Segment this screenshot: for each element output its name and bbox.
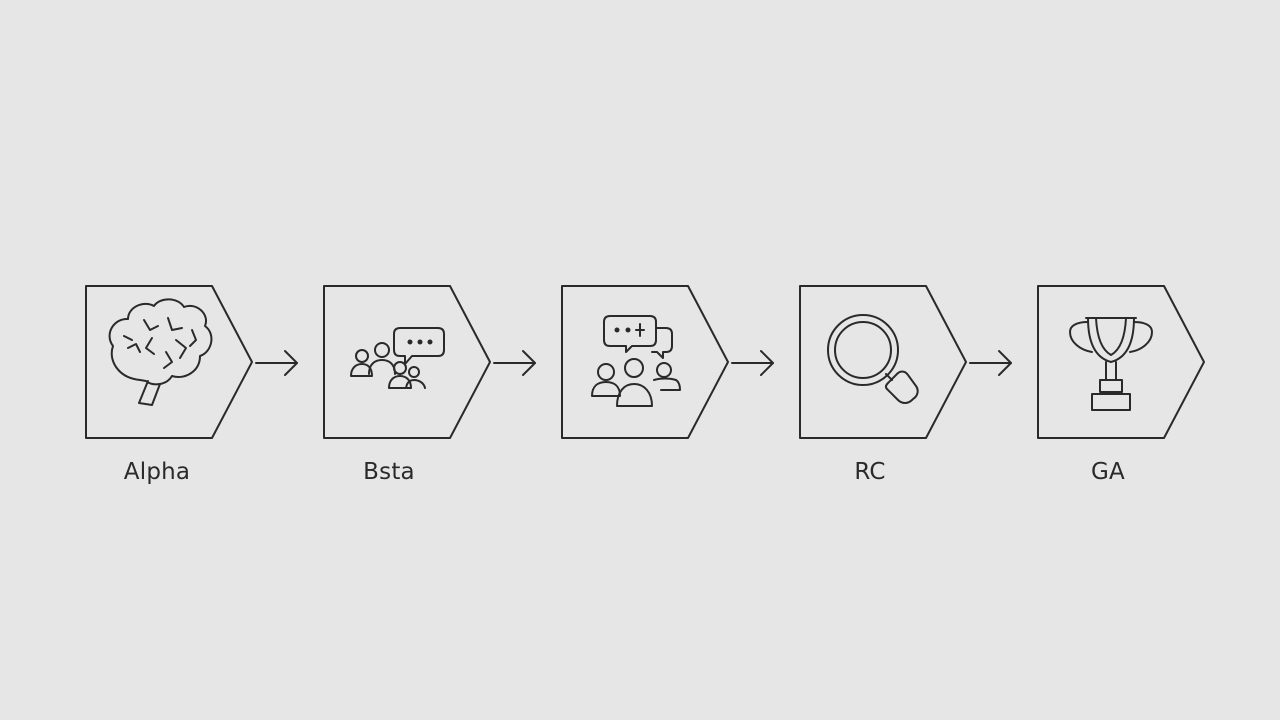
stage-2-label: Bsta (363, 459, 415, 485)
arrow-3 (731, 350, 774, 376)
stage-1 (85, 285, 253, 439)
arrow-2 (493, 350, 536, 376)
stage-1-chevron (85, 285, 253, 439)
trophy-icon (1069, 317, 1153, 411)
magnifying-glass-icon (827, 314, 919, 404)
people-chat-icon (350, 327, 445, 389)
stage-4-label: RC (854, 459, 886, 485)
stage-1-label: Alpha (123, 459, 191, 485)
stage-3-chevron (561, 285, 729, 439)
stage-3-label (535, 456, 715, 488)
stage-5-chevron (1037, 285, 1205, 439)
arrow-1 (255, 350, 298, 376)
stage-5-label: GA (1091, 459, 1125, 485)
stage-4 (799, 285, 967, 439)
brain-icon (108, 298, 213, 406)
stage-4-chevron (799, 285, 967, 439)
group-discussion-icon (591, 315, 681, 407)
stage-5 (1037, 285, 1205, 439)
arrow-4 (969, 350, 1012, 376)
stage-2-chevron (323, 285, 491, 439)
stage-3 (561, 285, 729, 439)
stage-2 (323, 285, 491, 439)
